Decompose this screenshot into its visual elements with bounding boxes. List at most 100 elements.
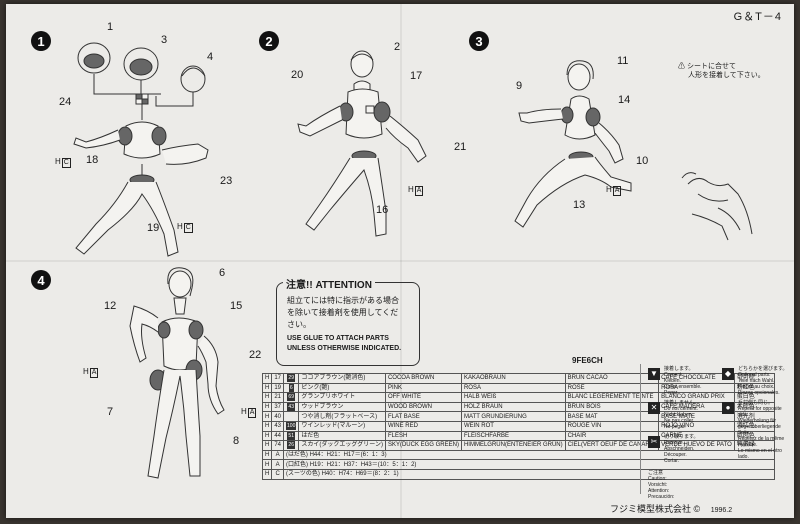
- paint-name-de: WEIN ROT: [460, 420, 566, 432]
- paint-name-jp: ピンク(艶): [298, 382, 386, 394]
- head-part: [180, 65, 206, 93]
- paint-name-fr: ROUGE VIN: [564, 420, 660, 432]
- paint-row-code: 37: [271, 401, 285, 413]
- paint-name-en: PINK: [384, 382, 462, 394]
- paint-row-code-prefix: H: [261, 420, 273, 432]
- part-number: 14: [618, 94, 631, 106]
- paint-row-code-prefix: H: [261, 440, 273, 451]
- step-number: 1: [31, 31, 51, 51]
- part-number: 22: [249, 349, 262, 361]
- seat-note: ⚠ シートに合せて 人形を接着して下さい。: [678, 63, 765, 79]
- paint-name-fr: ROSE: [564, 382, 660, 394]
- paint-row-code: 74: [271, 440, 285, 451]
- part-number: 3: [161, 34, 168, 46]
- paint-name-de: ROSA: [460, 382, 566, 394]
- paint-row-code-prefix: H: [261, 373, 273, 384]
- paint-name-en: FLAT BASE: [384, 411, 462, 422]
- seated-figure-sketch: [681, 172, 753, 241]
- cement-icon: ▼: [648, 368, 660, 380]
- mix-row-code: H: [261, 449, 273, 461]
- part-number: 20: [291, 69, 304, 81]
- helmet-part: [77, 42, 111, 74]
- mix-formula: (スーツの色) H40：H74：H69＝(8：2：1): [283, 468, 775, 480]
- paint-row-number: 100: [283, 420, 300, 432]
- paint-name-fr: BRUN CACAO: [564, 373, 660, 384]
- paint-name-jp: ココアブラウン(艶消色): [298, 373, 386, 384]
- mix-row-code: H: [261, 459, 273, 470]
- legend-cement: ▼ 接着します。Cement.Kleben.Coller ensemble.Pe…: [648, 366, 718, 396]
- legend-remove: ✂ 切り取ります。Remove.Abschneiden.Découper.Cor…: [648, 434, 718, 464]
- paint-row-number: 26: [283, 440, 300, 451]
- part-number: 2: [394, 41, 401, 53]
- part-number: 23: [220, 175, 233, 187]
- mix-row-code: H: [261, 468, 273, 480]
- paint-name-fr: BLANC LEGEREMENT TEINTE: [564, 392, 660, 403]
- repeat-icon: ●: [722, 402, 734, 414]
- part-number: 19: [147, 222, 160, 234]
- step1-figure: [73, 42, 209, 257]
- paint-row-code: 17: [271, 373, 285, 384]
- paint-name-en: OFF WHITE: [384, 392, 462, 403]
- paint-row-code: 19: [271, 382, 285, 394]
- paint-name-jp: はだ色: [298, 430, 386, 442]
- mix-row-code: A: [271, 459, 285, 470]
- no-cement-icon: ✕: [648, 402, 660, 414]
- part-number: 16: [376, 204, 389, 216]
- part-number: 8: [233, 435, 240, 447]
- part-number: 21: [454, 141, 467, 153]
- paint-name-fr: CIEL(VERT OEUF DE CANARD): [564, 440, 660, 451]
- print-date: 1996.2: [710, 507, 733, 514]
- paint-name-de: HIMMELGRÜN(ENTENEIER GRÜN): [460, 440, 566, 451]
- paint-name-jp: ワインレッド(マルーン): [298, 420, 386, 432]
- fold-line: [6, 260, 794, 262]
- paint-name-en: WINE RED: [384, 420, 462, 432]
- paint-row-number: [283, 411, 300, 422]
- paint-row-number: 51: [283, 430, 300, 442]
- paint-name-de: KAKAOBRAUN: [460, 373, 566, 384]
- fold-line: [400, 4, 402, 518]
- paint-name-de: HOLZ BRAUN: [460, 401, 566, 413]
- part-number: 18: [86, 154, 99, 166]
- remove-icon: ✂: [648, 436, 660, 448]
- paint-name-en: WOOD BROWN: [384, 401, 462, 413]
- part-number: 24: [59, 96, 72, 108]
- sheet-code: G＆T－4: [733, 11, 782, 23]
- paint-name-fr: BASE MAT: [564, 411, 660, 422]
- paint-row-code: 21: [271, 392, 285, 403]
- step-number: 4: [31, 270, 51, 290]
- step3-figure: [514, 60, 632, 228]
- attention-box: 注意!! ATTENTION 組立てには特に指示がある場合を除いて接着剤を使用し…: [276, 276, 420, 366]
- step-number: 2: [259, 31, 279, 51]
- paint-row-code-prefix: H: [261, 430, 273, 442]
- catalog-code: 9FE6CH: [572, 356, 603, 365]
- paint-row-number: 43: [283, 401, 300, 413]
- part-number: 12: [104, 300, 117, 312]
- part-number: 4: [207, 51, 214, 63]
- paint-name-jp: グランプリホワイト: [298, 392, 386, 403]
- paint-row-code: 44: [271, 430, 285, 442]
- paint-name-de: FLEISCHFARBE: [460, 430, 566, 442]
- paint-name-fr: BRUN BOIS: [564, 401, 660, 413]
- part-number: 13: [573, 199, 586, 211]
- paint-row-code-prefix: H: [261, 392, 273, 403]
- paint-row-code-prefix: H: [261, 382, 273, 394]
- paint-name-jp: スカイ(ダックエッググリーン): [298, 440, 386, 451]
- paint-name-en: COCOA BROWN: [384, 373, 462, 384]
- part-number: 17: [410, 70, 423, 82]
- attention-jp: 組立てには特に指示がある場合を除いて接着剤を使用してください。: [287, 296, 399, 329]
- paint-row-number: 29: [283, 373, 300, 384]
- part-number: 6: [219, 267, 226, 279]
- paint-name-en: FLESH: [384, 430, 462, 442]
- copyright-symbol: ©: [693, 504, 701, 514]
- paint-name-de: HALB WEIß: [460, 392, 566, 403]
